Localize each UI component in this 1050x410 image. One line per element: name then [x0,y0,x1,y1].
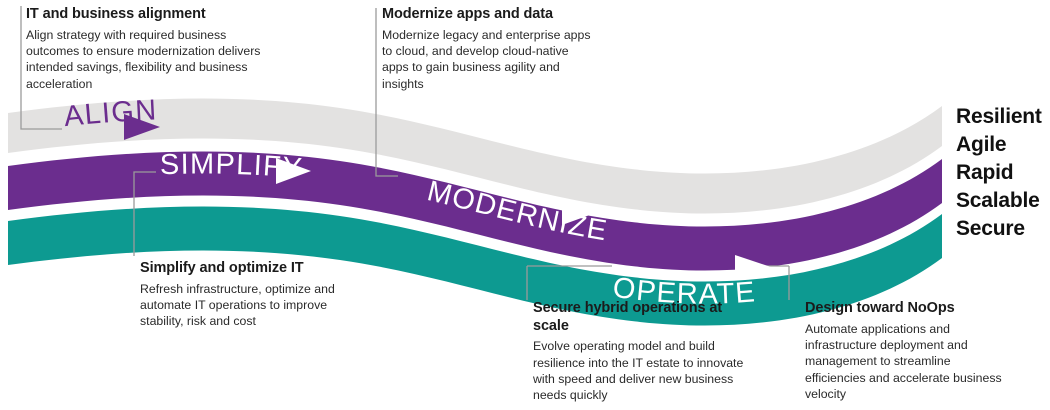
callout-modernize-title: Modernize apps and data [382,6,553,22]
callout-modernize: Modernize apps and data Modernize legacy… [382,6,592,92]
callout-align: IT and business alignment Align strategy… [26,6,271,92]
triangle-right-icon-align [124,114,160,140]
outcome-secure: Secure [956,216,1025,240]
outcomes-list: Resilient Agile Rapid Scalable Secure [956,103,1042,243]
callout-simplify-title: Simplify and optimize IT [140,260,304,276]
outcome-resilient: Resilient [956,105,1042,128]
callout-secure-hybrid-body: Evolve operating model and build resilie… [533,339,744,403]
triangle-right-icon-modernize [562,199,598,225]
callout-secure-hybrid: Secure hybrid operations at scale Evolve… [533,300,748,404]
band-align [8,98,942,214]
leader-line-simplify [133,171,156,256]
callout-noops-body: Automate applications and infrastructure… [805,321,1002,402]
triangle-right-icon-simplify [276,158,311,184]
callout-secure-hybrid-title: Secure hybrid operations at scale [533,300,723,334]
leader-line-modernize [375,8,398,177]
callout-align-body: Align strategy with required business ou… [26,27,261,91]
leader-line-align [20,6,62,130]
callout-noops-title: Design toward NoOps [805,300,955,316]
callout-simplify: Simplify and optimize IT Refresh infrast… [140,260,345,330]
callout-simplify-body: Refresh infrastructure, optimize and aut… [140,281,335,329]
band-operate [8,206,942,326]
band-simplify-modernize [8,151,942,271]
outcome-rapid: Rapid [956,160,1014,184]
callout-align-title: IT and business alignment [26,6,206,22]
triangle-right-icon-operate [735,255,771,279]
callout-noops: Design toward NoOps Automate application… [805,300,1010,402]
outcome-agile: Agile [956,132,1007,156]
callout-modernize-body: Modernize legacy and enterprise apps to … [382,27,591,91]
outcome-scalable: Scalable [956,188,1040,212]
